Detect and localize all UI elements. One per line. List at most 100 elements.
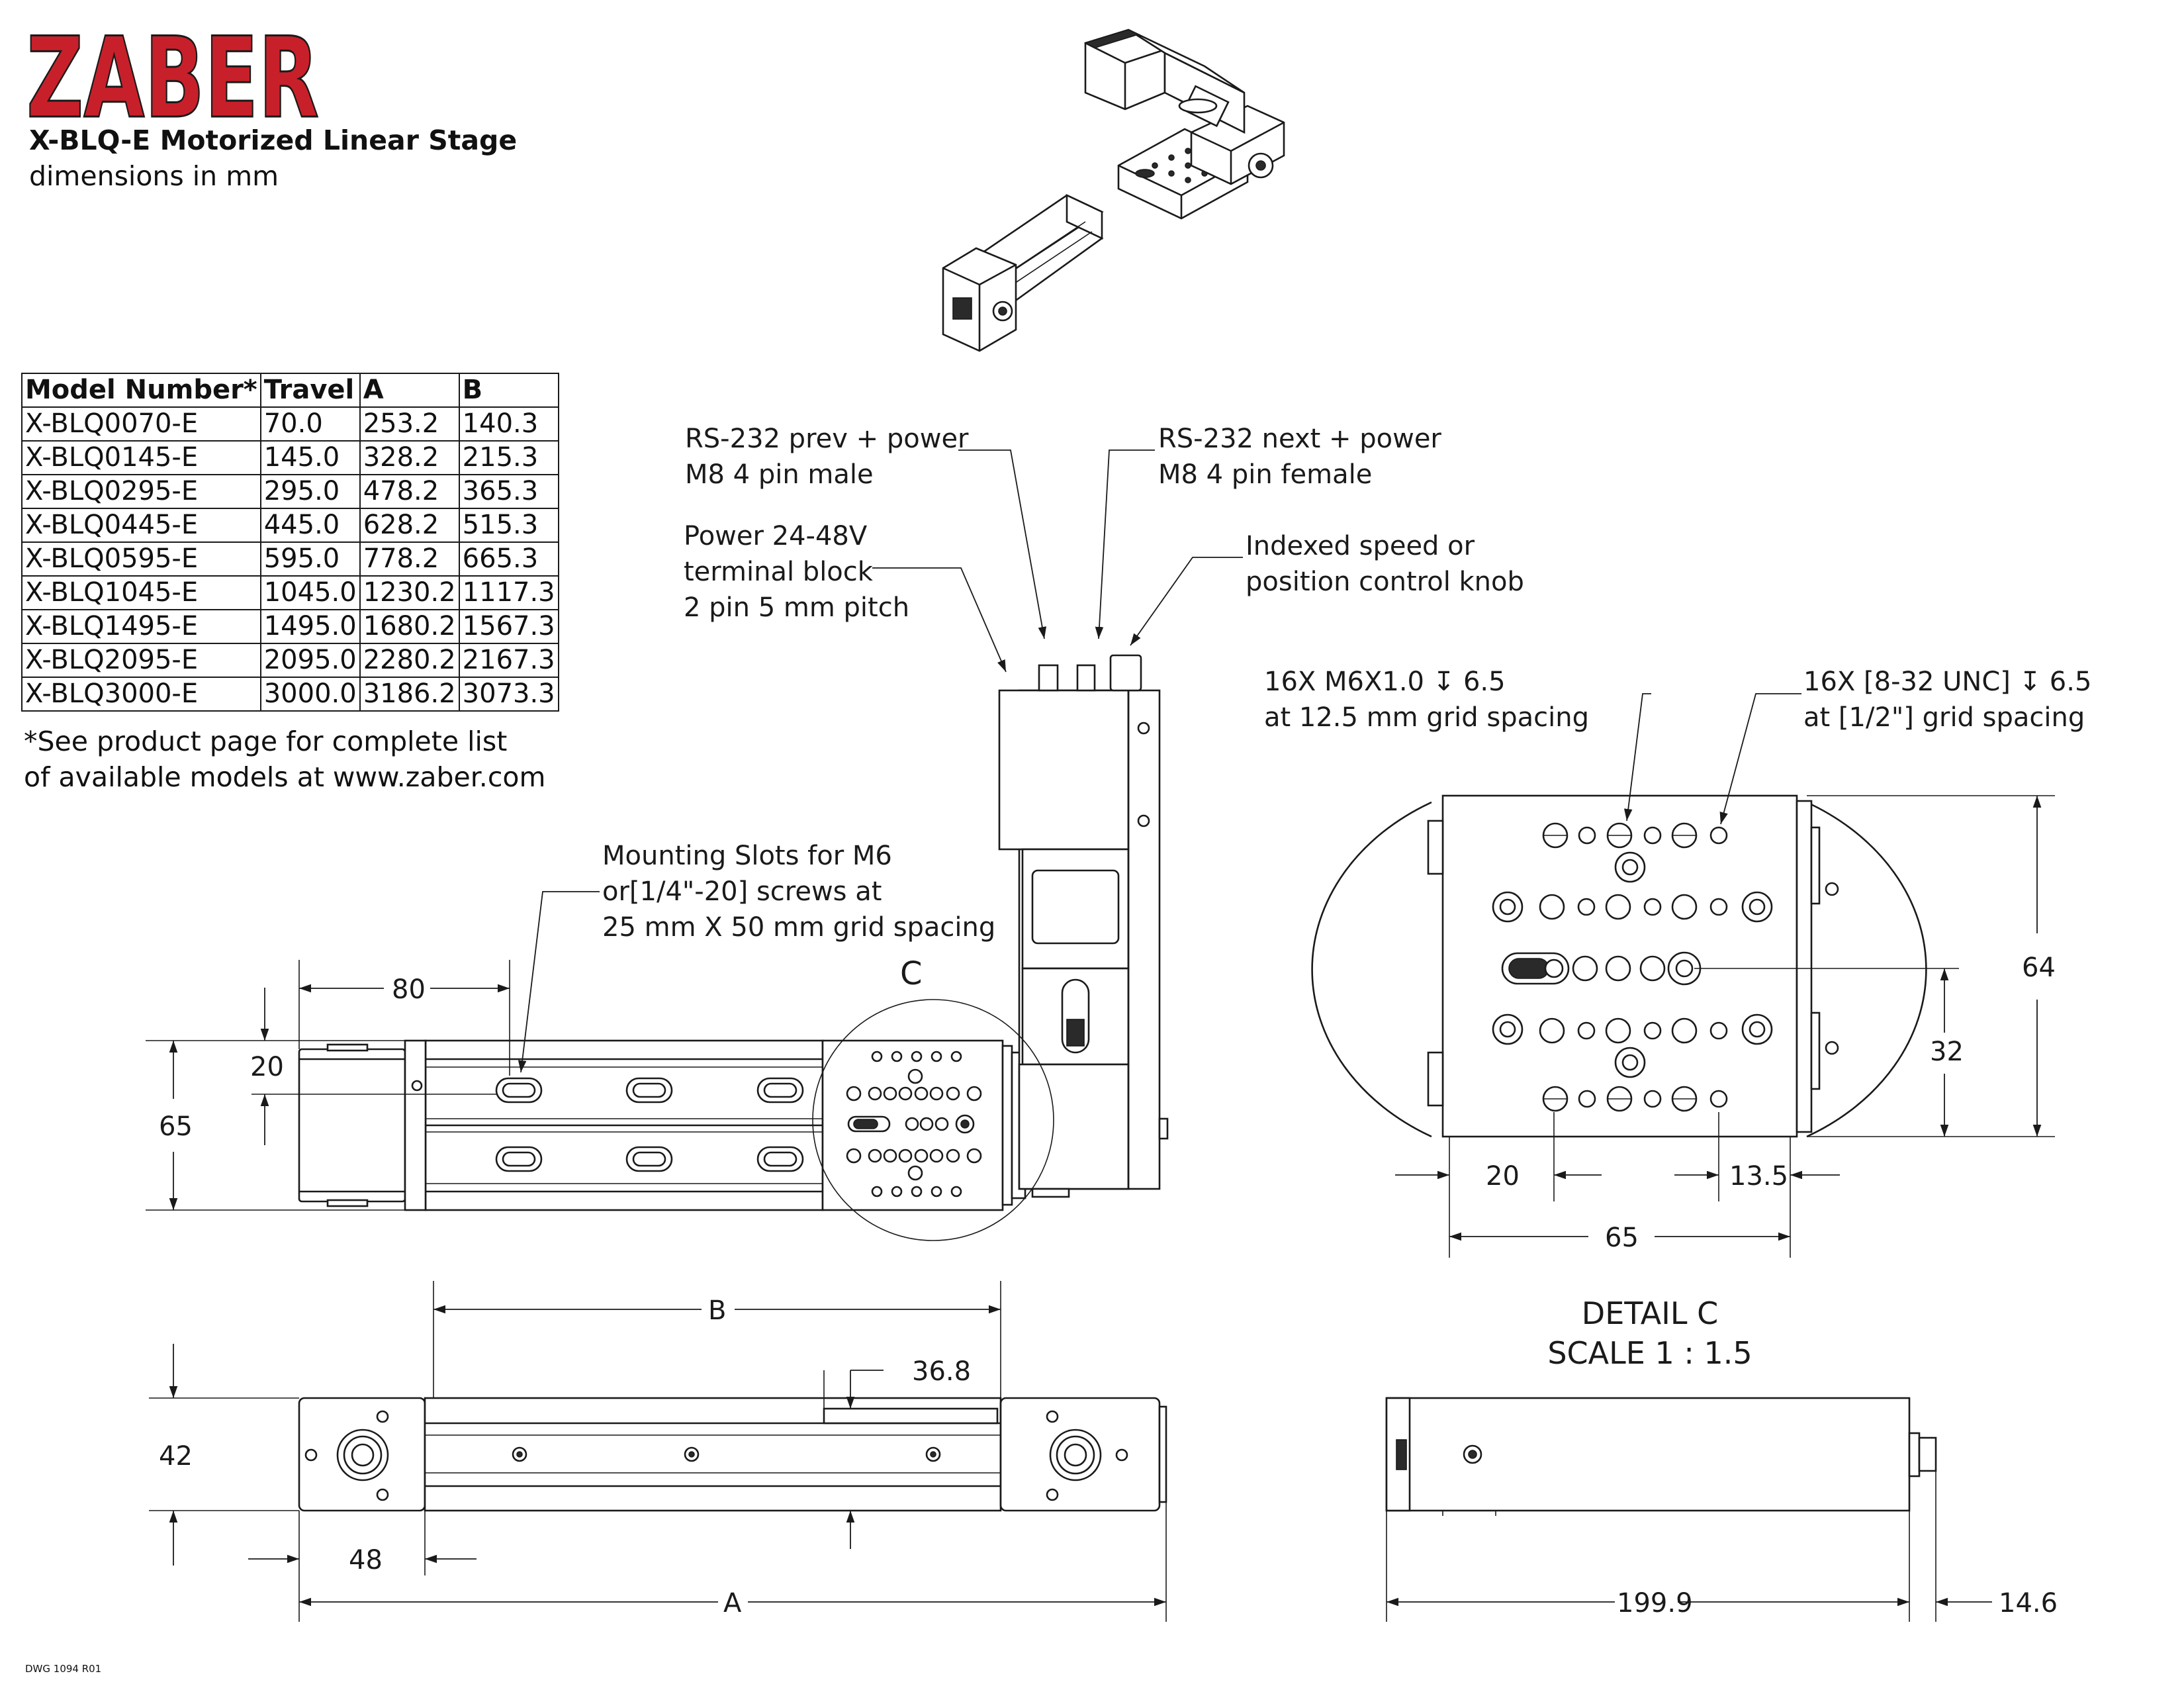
dim-14-6: 14.6 bbox=[1999, 1588, 2058, 1618]
cell-b: 3073.3 bbox=[458, 677, 559, 712]
cell-a: 2280.2 bbox=[359, 643, 460, 678]
cell-model: X-BLQ0145-E bbox=[21, 440, 261, 475]
dim-13-5: 13.5 bbox=[1729, 1161, 1788, 1192]
cell-b: 2167.3 bbox=[458, 643, 559, 678]
cell-travel: 2095.0 bbox=[259, 643, 361, 678]
cell-travel: 595.0 bbox=[259, 541, 361, 577]
cell-b: 140.3 bbox=[458, 406, 559, 442]
callout-slots-line2: or[1/4"-20] screws at bbox=[602, 876, 882, 907]
dimension-lines bbox=[146, 795, 2055, 1622]
cell-a: 1230.2 bbox=[359, 575, 460, 610]
cell-model: X-BLQ1495-E bbox=[21, 609, 261, 644]
cell-travel: 1495.0 bbox=[259, 609, 361, 644]
detail-c-marker: C bbox=[900, 955, 923, 992]
dim-42: 42 bbox=[159, 1441, 193, 1472]
cell-model: X-BLQ1045-E bbox=[21, 575, 261, 610]
cell-travel: 445.0 bbox=[259, 508, 361, 543]
dim-32: 32 bbox=[1930, 1037, 1964, 1067]
col-a: A bbox=[359, 373, 460, 408]
callout-power-line1: Power 24-48V bbox=[684, 521, 868, 551]
col-b: B bbox=[458, 373, 559, 408]
callout-power-line2: terminal block bbox=[684, 557, 874, 587]
dim-65-detail: 65 bbox=[1605, 1223, 1639, 1253]
dim-b: B bbox=[708, 1295, 726, 1326]
cell-b: 515.3 bbox=[458, 508, 559, 543]
cell-model: X-BLQ2095-E bbox=[21, 643, 261, 678]
callout-leaders bbox=[518, 449, 1801, 1073]
top-view bbox=[298, 654, 1169, 1241]
cell-a: 3186.2 bbox=[359, 677, 460, 712]
callout-knob-line1: Indexed speed or bbox=[1246, 531, 1475, 561]
dim-80: 80 bbox=[392, 974, 426, 1005]
cell-travel: 70.0 bbox=[259, 406, 361, 442]
cell-a: 253.2 bbox=[359, 406, 460, 442]
cell-b: 1567.3 bbox=[458, 609, 559, 644]
cell-travel: 1045.0 bbox=[259, 575, 361, 610]
callout-rs232-next-line2: M8 4 pin female bbox=[1158, 459, 1372, 490]
cell-a: 328.2 bbox=[359, 440, 460, 475]
detail-c-view bbox=[1311, 794, 1927, 1138]
cell-a: 628.2 bbox=[359, 508, 460, 543]
cell-b: 215.3 bbox=[458, 440, 559, 475]
units-note: dimensions in mm bbox=[29, 160, 279, 192]
callout-slots-line1: Mounting Slots for M6 bbox=[602, 841, 892, 871]
callout-slots-line3: 25 mm X 50 mm grid spacing bbox=[602, 912, 995, 943]
col-travel: Travel bbox=[259, 373, 361, 408]
callout-m6-holes-line1: 16X M6X1.0 ↧ 6.5 bbox=[1264, 667, 1506, 697]
end-view bbox=[1385, 1397, 1937, 1516]
col-model: Model Number* bbox=[21, 373, 261, 408]
callout-rs232-prev-line1: RS-232 prev + power bbox=[685, 424, 969, 454]
zaber-logo: ZABER bbox=[26, 13, 319, 143]
detail-title: DETAIL C bbox=[1582, 1295, 1718, 1331]
cell-b: 665.3 bbox=[458, 541, 559, 577]
cell-travel: 3000.0 bbox=[259, 677, 361, 712]
drawing-number: DWG 1094 R01 bbox=[25, 1663, 102, 1675]
carriage-holes bbox=[846, 1051, 982, 1197]
cell-a: 778.2 bbox=[359, 541, 460, 577]
callout-rs232-prev-line2: M8 4 pin male bbox=[685, 459, 874, 490]
cell-model: X-BLQ0070-E bbox=[21, 406, 261, 442]
detail-holes bbox=[1492, 822, 1773, 1112]
cell-model: X-BLQ0595-E bbox=[21, 541, 261, 577]
callout-832-holes-line1: 16X [8-32 UNC] ↧ 6.5 bbox=[1803, 667, 2091, 697]
dim-20-detail: 20 bbox=[1486, 1161, 1520, 1192]
callout-power-line3: 2 pin 5 mm pitch bbox=[684, 592, 909, 623]
callout-rs232-next-line1: RS-232 next + power bbox=[1158, 424, 1441, 454]
callout-text: RS-232 prev + power M8 4 pin male RS-232… bbox=[602, 424, 2091, 992]
cell-b: 1117.3 bbox=[458, 575, 559, 610]
product-title: X-BLQ-E Motorized Linear Stage bbox=[29, 124, 518, 156]
dim-199-9: 199.9 bbox=[1617, 1588, 1693, 1618]
cell-travel: 295.0 bbox=[259, 474, 361, 509]
table-footnote: *See product page for complete list of a… bbox=[24, 726, 546, 793]
callout-knob-line2: position control knob bbox=[1246, 567, 1524, 597]
dim-a: A bbox=[723, 1588, 742, 1618]
dim-20-top: 20 bbox=[250, 1052, 284, 1082]
cell-travel: 145.0 bbox=[259, 440, 361, 475]
cell-a: 1680.2 bbox=[359, 609, 460, 644]
dim-36-8: 36.8 bbox=[912, 1356, 971, 1387]
isometric-view bbox=[942, 28, 1285, 352]
cell-b: 365.3 bbox=[458, 474, 559, 509]
cell-model: X-BLQ3000-E bbox=[21, 677, 261, 712]
cell-model: X-BLQ0445-E bbox=[21, 508, 261, 543]
side-view bbox=[298, 1397, 1167, 1512]
detail-scale: SCALE 1 : 1.5 bbox=[1547, 1335, 1752, 1371]
dim-48: 48 bbox=[349, 1545, 383, 1575]
callout-832-holes-line2: at [1/2"] grid spacing bbox=[1803, 702, 2085, 733]
dimension-text: 80 20 65 64 32 20 13.5 65 B 36.8 42 48 A… bbox=[159, 953, 2058, 1618]
cell-a: 478.2 bbox=[359, 474, 460, 509]
table-header-row: Model Number* Travel A B bbox=[21, 373, 559, 408]
cell-model: X-BLQ0295-E bbox=[21, 474, 261, 509]
callout-m6-holes-line2: at 12.5 mm grid spacing bbox=[1264, 702, 1589, 733]
dim-65-top: 65 bbox=[159, 1111, 193, 1142]
